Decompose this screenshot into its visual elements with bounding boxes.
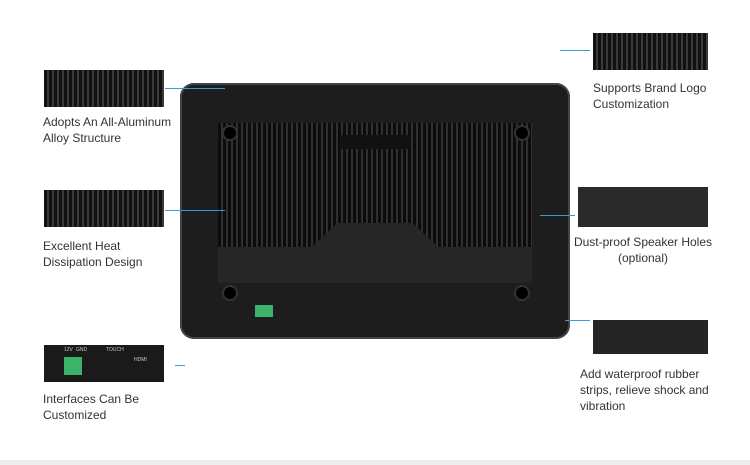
- speaker-thumbnail: [578, 187, 708, 227]
- rubber-strip-thumbnail: [593, 320, 708, 354]
- callout-line: [165, 210, 225, 211]
- callout-line: [560, 50, 590, 51]
- mount-hole: [514, 125, 530, 141]
- port-label: TOUCH: [106, 347, 124, 353]
- mount-hole: [222, 125, 238, 141]
- interfaces-thumbnail: 12V GND TOUCH HDMI: [44, 345, 164, 382]
- callout-line: [565, 320, 590, 321]
- port-label: GND: [76, 347, 88, 353]
- power-connector: [255, 305, 273, 317]
- callout-line: [175, 365, 185, 366]
- mount-hole: [514, 285, 530, 301]
- mount-hole: [222, 285, 238, 301]
- panel-pc-back: [180, 83, 570, 339]
- aluminum-thumbnail: [44, 70, 164, 107]
- port-label: 12V: [64, 347, 73, 353]
- logo-thumbnail: [593, 33, 708, 70]
- bottom-border: [0, 460, 750, 465]
- heatsink-thumbnail: [44, 190, 164, 227]
- terminal-block: [64, 357, 82, 375]
- callout-line: [165, 88, 225, 89]
- feature-speaker: Dust-proof Speaker Holes(optional): [573, 235, 713, 265]
- logo-plate: [340, 135, 410, 149]
- port-label: HDMI: [134, 357, 147, 363]
- callout-line: [540, 215, 575, 216]
